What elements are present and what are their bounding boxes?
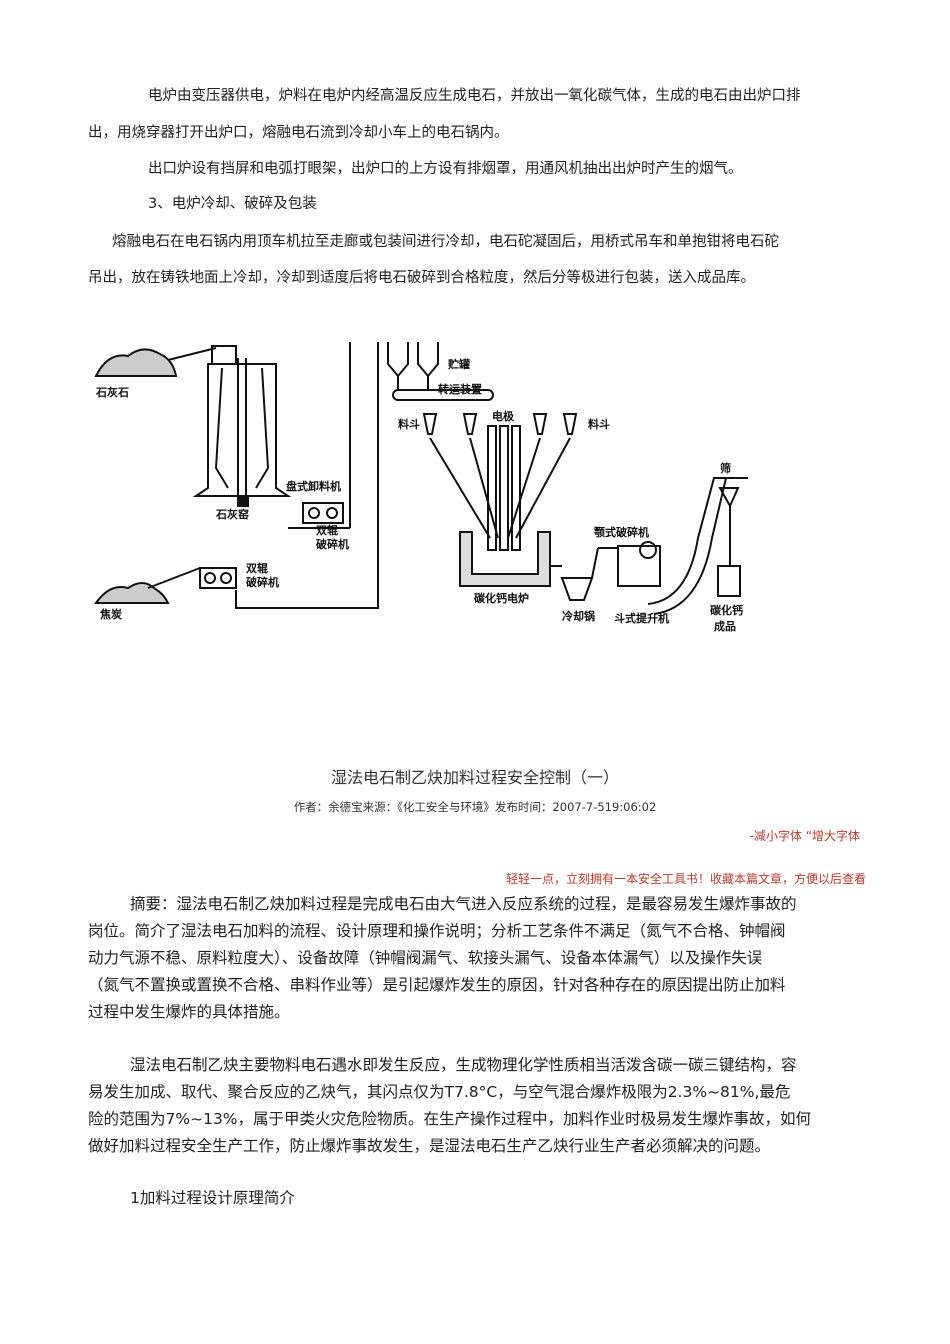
article-meta: 作者：余德宝来源：《化工安全与环境》发布时间：2007-7-519:06:02	[293, 800, 657, 814]
bookmark-promo-link[interactable]: 轻轻一点，立刻拥有一本安全工具书！收藏本篇文章，方便以后查看	[505, 872, 866, 886]
label-double-roll-2a: 双辊	[246, 561, 268, 575]
abstract-line-4: （氮气不置换或置换不合格、串料作业等）是引起爆炸发生的原因，针对各种存在的原因提…	[88, 976, 786, 994]
label-conveyor: 转运装置	[438, 382, 482, 396]
label-lime-kiln: 石灰窑	[215, 507, 249, 521]
intro-p3-line1: 熔融电石在电石锅内用顶车机拉至走廊或包装间进行冷却，电石砣凝固后，用桥式吊车和单…	[112, 234, 779, 250]
label-storage-tank: 贮罐	[447, 357, 470, 371]
intro-p1-line1: 电炉由变压器供电，炉料在电炉内经高温反应生成电石，并放出一氧化碳气体，生成的电石…	[148, 88, 801, 104]
label-cooling-pot: 冷却锅	[562, 609, 595, 623]
increase-font-link[interactable]: “增大字体	[805, 829, 860, 843]
article-title: 湿法电石制乙炔加料过程安全控制（一）	[330, 768, 619, 787]
body-line-3: 险的范围为7%~13%，属于甲类火灾危险物质。在生产操作过程中，加料作业时极易发…	[88, 1110, 812, 1128]
label-product-b: 成品	[714, 619, 736, 633]
label-double-roll-1a: 双辊	[316, 523, 338, 537]
section-heading-1: 1加料过程设计原理简介	[130, 1189, 295, 1207]
label-bucket-elevator: 斗式提升机	[614, 611, 669, 625]
label-furnace: 碳化钙电炉	[474, 591, 529, 605]
coke-pile-shape	[94, 582, 170, 604]
label-sieve: 筛	[720, 461, 731, 475]
abstract-line-2: 岗位。简介了湿法电石加料的流程、设计原理和操作说明；分析工艺条件不满足（氮气不合…	[88, 922, 786, 940]
abstract-line-5: 过程中发生爆炸的具体措施。	[88, 1003, 290, 1021]
body-line-1: 湿法电石制乙炔主要物料电石遇水即发生反应，生成物理化学性质相当活泼含碳一碳三键结…	[130, 1056, 797, 1074]
calcium-carbide-process-diagram: 石灰石 石灰窑 盘式卸料机 双辊 破碎机 双辊 破碎机 焦炭 贮罐 转运装置 料…	[94, 342, 748, 633]
abstract-line-3: 动力气源不稳、原料粒度大）、设备故障（钟帽阀漏气、软接头漏气、设备本体漏气）以及…	[88, 949, 763, 967]
label-hopper-right: 料斗	[588, 417, 610, 431]
intro-p3-line2: 吊出，放在铸铁地面上冷却，冷却到适度后将电石破碎到合格粒度，然后分等极进行包装，…	[88, 270, 755, 286]
label-electrode: 电极	[492, 409, 515, 423]
lime-kiln-shape	[192, 363, 292, 497]
intro-p1-line2: 出，用烧穿器打开出炉口，熔融电石流到冷却小车上的电石锅内。	[88, 125, 509, 141]
decrease-font-link[interactable]: -减小字体	[749, 829, 802, 843]
label-hopper-left: 料斗	[398, 417, 420, 431]
abstract-line-1: 摘要：湿法电石制乙炔加料过程是完成电石由大气进入反应系统的过程，是最容易发生爆炸…	[130, 895, 797, 913]
label-double-roll-2b: 破碎机	[246, 575, 279, 589]
intro-p2: 出口炉设有挡屏和电弧打眼架，出炉口的上方设有排烟罩，用通风机抽出出炉时产生的烟气…	[148, 161, 743, 177]
label-disc-discharger: 盘式卸料机	[286, 479, 341, 493]
body-line-4: 做好加料过程安全生产工作，防止爆炸事故发生，是湿法电石生产乙炔行业生产者必须解决…	[88, 1137, 771, 1155]
label-jaw-crusher: 颚式破碎机	[594, 525, 649, 539]
section-heading-3: 3、电炉冷却、破碎及包装	[148, 196, 317, 212]
font-size-controls: -减小字体 “增大字体	[750, 827, 860, 844]
body-line-2: 易发生加成、取代、聚合反应的乙炔气，其闪点仅为T7.8°C，与空气混合爆炸极限为…	[88, 1083, 791, 1101]
label-limestone: 石灰石	[95, 385, 129, 399]
carbide-furnace-shape	[459, 531, 551, 587]
label-product-a: 碳化钙	[710, 603, 743, 617]
limestone-pile-shape	[94, 348, 178, 377]
label-double-roll-1b: 破碎机	[316, 537, 349, 551]
label-coke: 焦炭	[99, 607, 122, 621]
